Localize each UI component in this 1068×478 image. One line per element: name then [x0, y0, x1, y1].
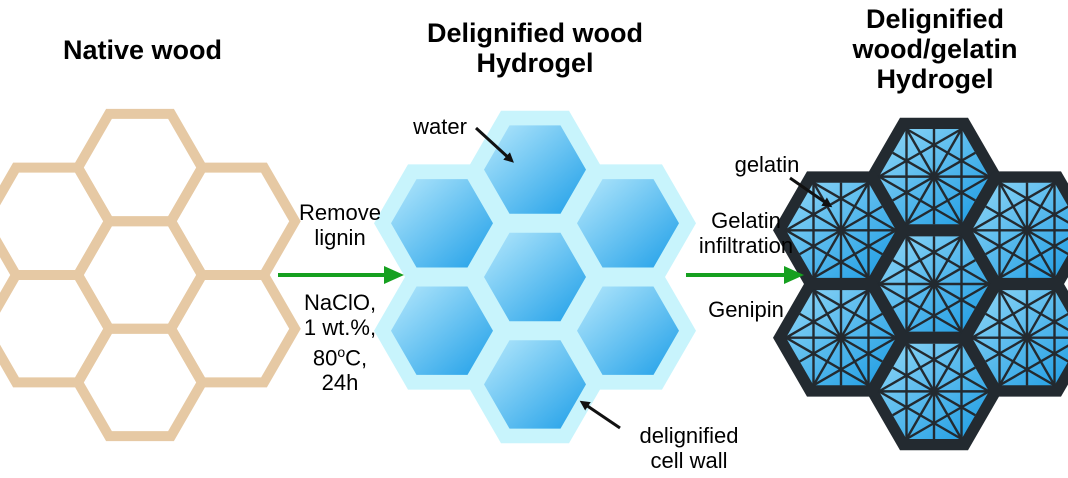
water-lumen-2	[484, 340, 586, 429]
water-lumen-1	[484, 125, 586, 214]
wood-cell-5	[0, 270, 115, 388]
gelatin-hydrogel-title: Delignified wood/gelatin Hydrogel	[852, 4, 1018, 94]
delignified-hydrogel-title: Delignified wood Hydrogel	[427, 18, 643, 78]
gelatin-network-4	[971, 181, 1068, 279]
cell-wall-pointer	[579, 400, 621, 430]
gelatin-network-2	[878, 342, 990, 441]
gelatin-hydrogel-honeycomb	[773, 117, 1068, 451]
step1-reagent-label: NaClO, 1 wt.%, 80oC, 24h	[303, 290, 377, 396]
gelatin-label: gelatin	[734, 152, 800, 177]
wood-cell-6	[165, 270, 301, 388]
gelatin-network-5	[785, 289, 897, 387]
water-lumen-0	[484, 232, 586, 322]
water-pointer	[474, 126, 514, 163]
delignified-hydrogel-honeycomb	[374, 110, 696, 444]
process-arrow-remove-lignin	[278, 266, 404, 284]
gelatin-network-1	[878, 127, 990, 226]
step2-reagent-label: Genipin	[708, 297, 784, 322]
water-lumen-5	[391, 286, 493, 375]
water-label: water	[413, 114, 467, 139]
water-lumen-3	[391, 179, 493, 268]
water-lumen-6	[577, 286, 679, 375]
cell-wall-label: delignified cell wall	[639, 423, 739, 473]
wood-cell-3	[0, 162, 115, 280]
gelatin-pointer	[789, 176, 833, 208]
gelatin-network-0	[878, 235, 990, 333]
gelatin-network-6	[971, 289, 1068, 387]
process-arrow-gelatin-infiltration	[686, 266, 804, 284]
step1-condition-label: Remove lignin	[299, 200, 381, 250]
native-wood-title: Native wood	[62, 35, 223, 65]
step2-condition-label: Gelatin infiltration	[698, 208, 794, 258]
water-lumen-4	[577, 179, 679, 268]
native-wood-honeycomb	[0, 108, 301, 442]
